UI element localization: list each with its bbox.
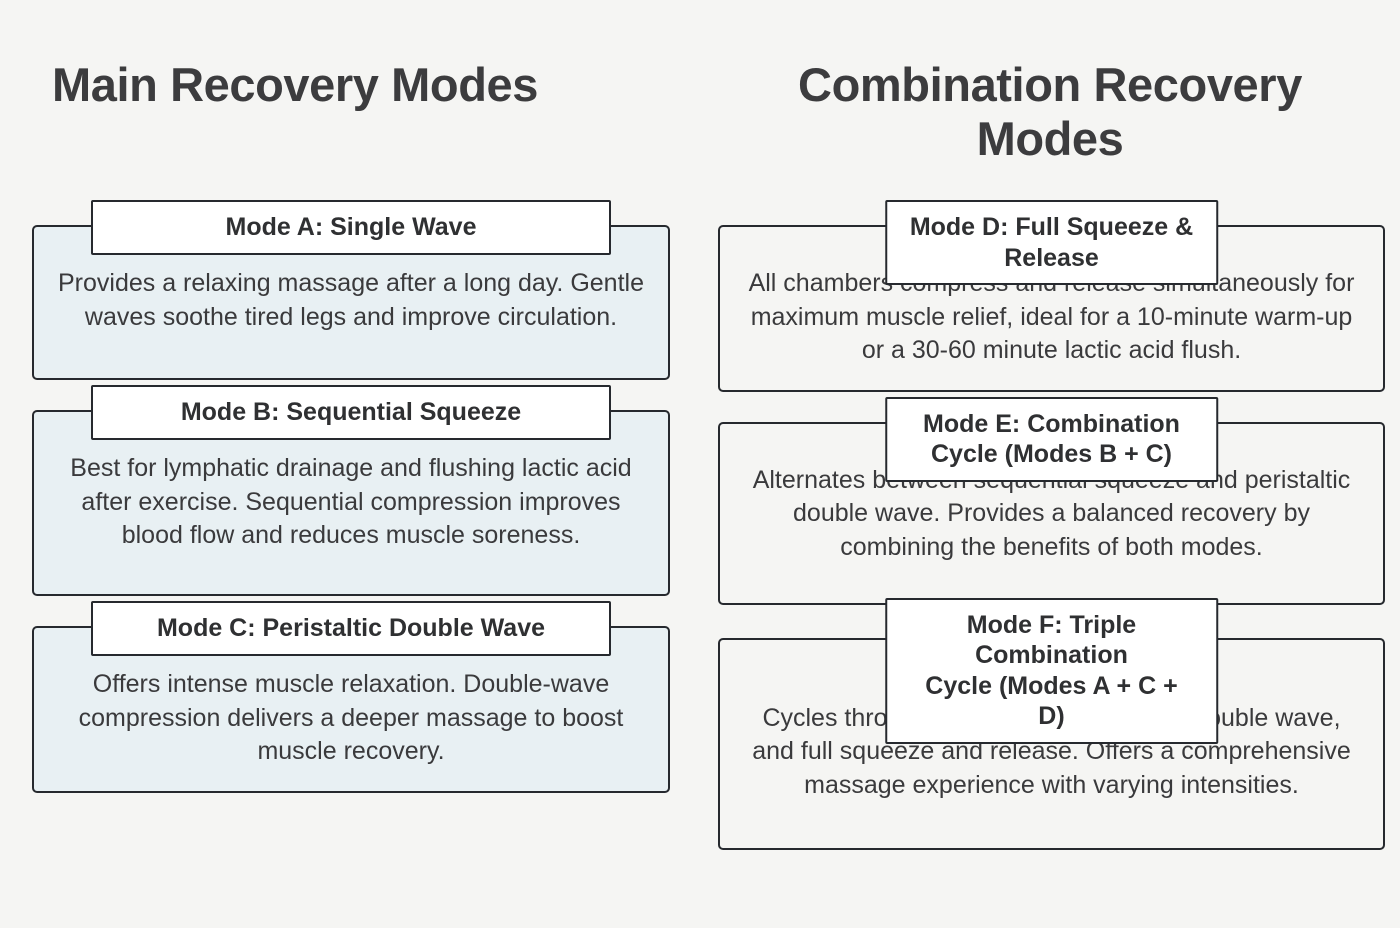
- card-mode-d: Mode D: Full Squeeze & Release All chamb…: [718, 200, 1385, 392]
- column-combination-recovery-modes: Combination Recovery Modes Mode D: Full …: [700, 0, 1400, 928]
- card-mode-e: Mode E: Combination Cycle (Modes B + C) …: [718, 396, 1385, 605]
- column-main-recovery-modes: Main Recovery Modes Mode A: Single Wave …: [0, 58, 700, 793]
- card-header-mode-e: Mode E: Combination Cycle (Modes B + C): [884, 396, 1219, 482]
- card-header-mode-d: Mode D: Full Squeeze & Release: [884, 200, 1219, 285]
- card-header-mode-f: Mode F: Triple Combination Cycle (Modes …: [884, 597, 1219, 744]
- column-title-combination-recovery-modes: Combination Recovery Modes: [798, 58, 1302, 165]
- card-mode-f: Mode F: Triple Combination Cycle (Modes …: [718, 597, 1385, 850]
- card-list-main-recovery-modes: Mode A: Single Wave Provides a relaxing …: [0, 200, 700, 793]
- card-mode-b: Mode B: Sequential Squeeze Best for lymp…: [32, 385, 670, 596]
- column-title-main-recovery-modes: Main Recovery Modes: [51, 58, 539, 111]
- card-header-mode-b: Mode B: Sequential Squeeze: [91, 385, 611, 440]
- card-list-combination-recovery-modes: Mode D: Full Squeeze & Release All chamb…: [700, 200, 1400, 850]
- card-mode-c: Mode C: Peristaltic Double Wave Offers i…: [32, 601, 670, 793]
- card-header-mode-c: Mode C: Peristaltic Double Wave: [91, 601, 611, 656]
- card-mode-a: Mode A: Single Wave Provides a relaxing …: [32, 200, 670, 380]
- card-header-mode-a: Mode A: Single Wave: [91, 200, 611, 255]
